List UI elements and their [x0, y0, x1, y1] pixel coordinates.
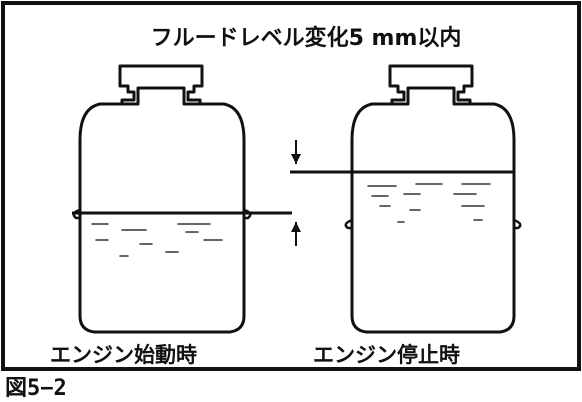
reservoir-body-left — [78, 102, 246, 334]
caption-engine-start: エンジン始動時 — [50, 343, 197, 367]
figure-title: フルードレベル変化5 mm以内 — [150, 26, 462, 51]
figure-border — [1, 1, 581, 371]
side-tab-right-b — [513, 218, 522, 230]
fluid-ripples-right — [367, 183, 491, 223]
caption-engine-stop: エンジン停止時 — [313, 343, 460, 367]
reservoir-cap-right — [388, 64, 474, 106]
arrow-level-down — [291, 140, 301, 164]
figure-number: 図5−2 — [5, 376, 67, 401]
reservoir-body-right — [350, 102, 516, 334]
reservoir-cap-left — [118, 64, 204, 106]
fluid-ripples-left — [91, 223, 223, 257]
reservoir-engine-start — [72, 64, 292, 334]
reservoir-engine-stop — [290, 64, 516, 334]
arrow-level-up — [291, 222, 301, 246]
side-tab-left-a — [72, 208, 81, 220]
side-tab-left-b — [243, 208, 252, 220]
side-tab-right-a — [344, 218, 353, 230]
